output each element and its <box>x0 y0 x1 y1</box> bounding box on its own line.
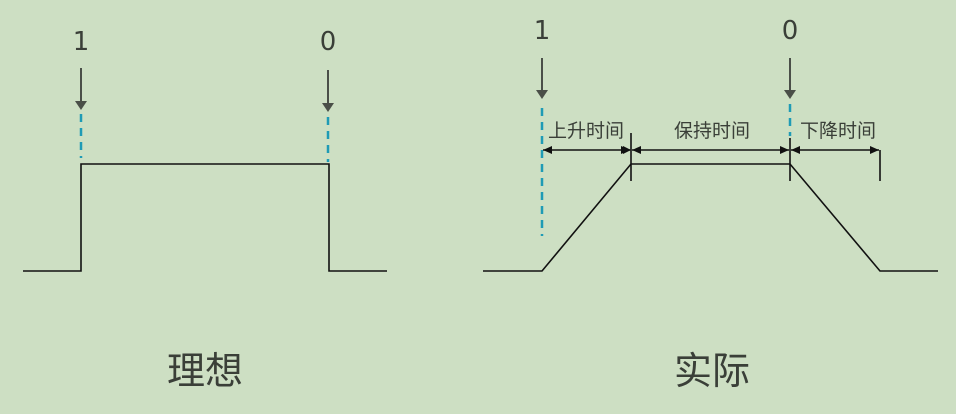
ideal-waveform <box>23 163 387 272</box>
ideal-off-arrow-icon <box>322 70 334 112</box>
actual-waveform <box>483 163 938 272</box>
ideal-caption: 理想 <box>166 349 244 393</box>
actual-on-arrow-icon <box>536 58 548 99</box>
fall-time-label: 下降时间 <box>799 120 877 142</box>
actual-off-label: 0 <box>781 16 799 46</box>
hold-time-dimension-arrow <box>632 146 789 154</box>
ideal-on-arrow-icon <box>75 68 87 110</box>
hold-time-label: 保持时间 <box>673 120 751 142</box>
ideal-on-label: 1 <box>72 27 90 57</box>
rise-time-label: 上升时间 <box>547 120 625 142</box>
actual-caption: 实际 <box>673 349 751 393</box>
dimension-ticks <box>630 133 881 181</box>
fall-time-dimension-arrow <box>791 146 879 154</box>
actual-off-arrow-icon <box>784 58 796 99</box>
rise-time-dimension-arrow <box>543 146 631 154</box>
ideal-off-label: 0 <box>319 27 337 57</box>
actual-on-label: 1 <box>533 16 551 46</box>
